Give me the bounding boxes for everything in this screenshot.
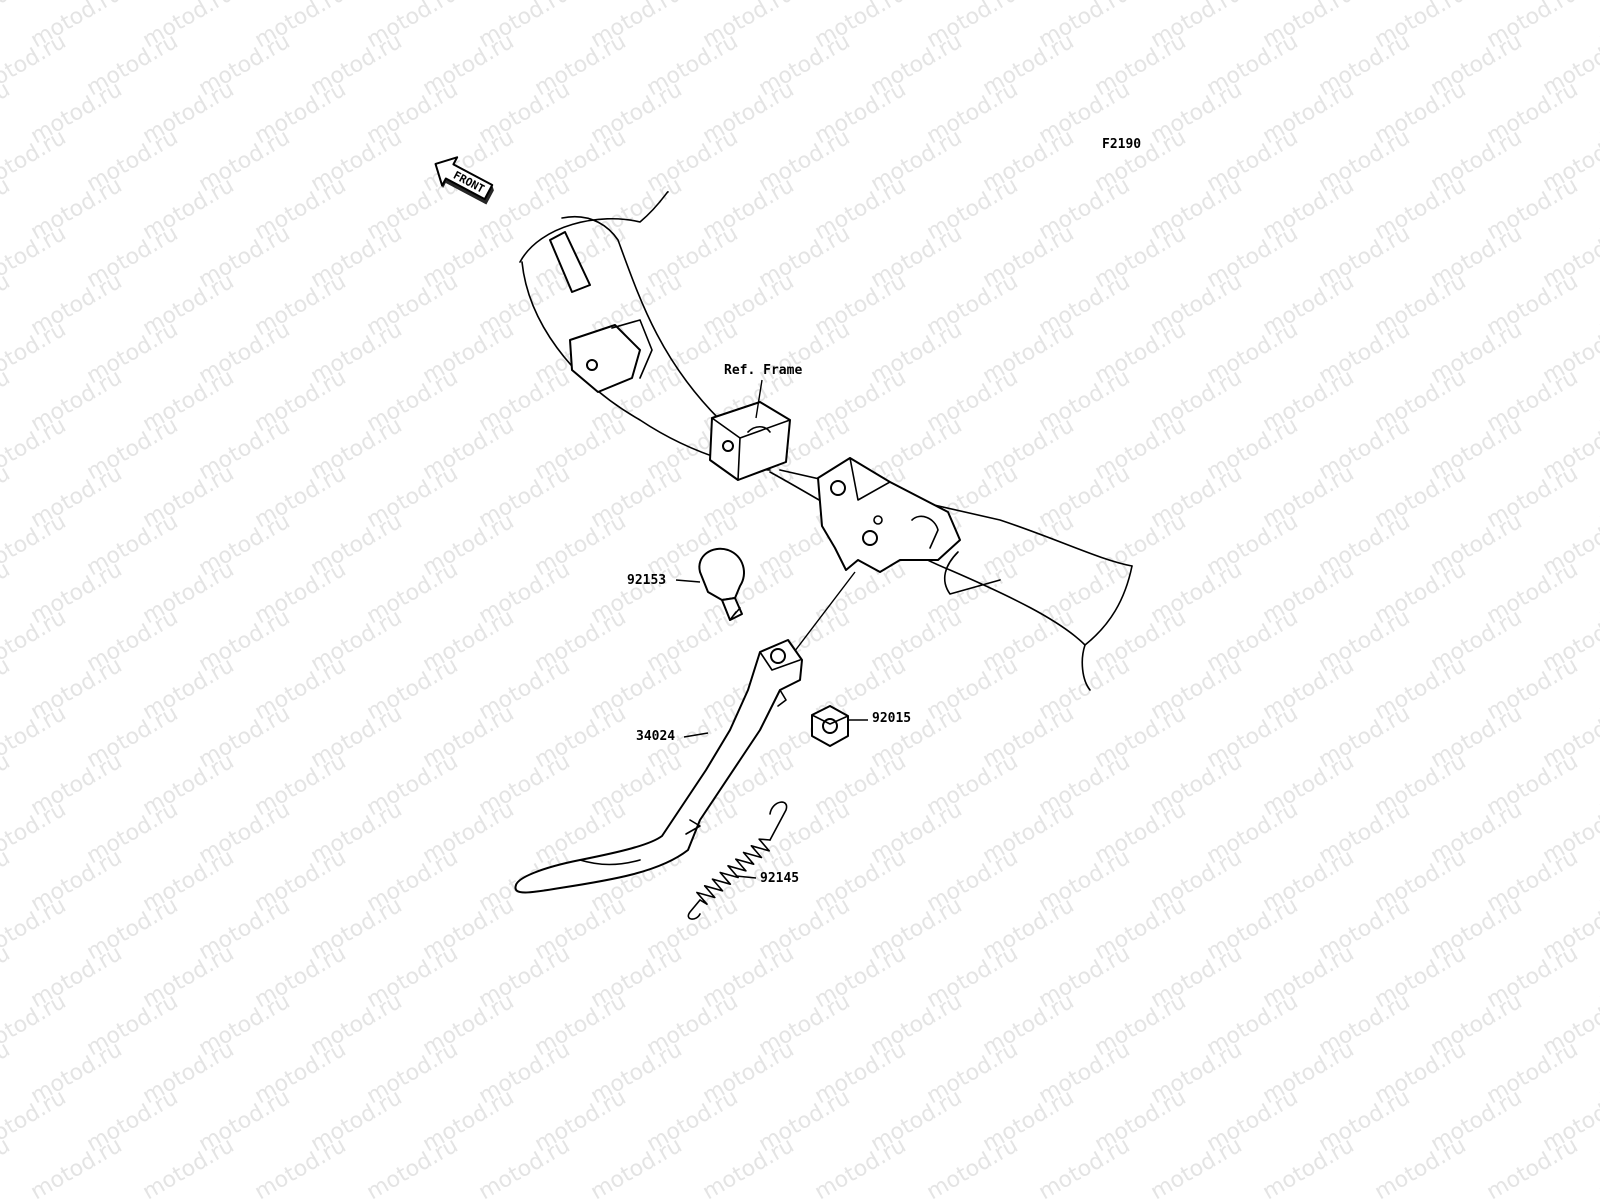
watermark-text: motod.ru — [1595, 461, 1600, 533]
watermark-text: motod.ru — [0, 461, 14, 533]
frame-mount-block — [709, 401, 791, 481]
frame-reference: Ref. Frame — [519, 191, 1133, 691]
watermark-text: motod.ru — [0, 77, 14, 149]
mount-leader — [787, 571, 856, 661]
watermark-text: motod.ru — [1595, 365, 1600, 437]
watermark-text: motod.ru — [363, 1133, 463, 1200]
watermark-text: motod.ru — [1595, 1133, 1600, 1200]
watermark-text: motod.ru — [0, 941, 14, 1013]
reference-label: Ref. Frame — [724, 363, 802, 378]
watermark-text: motod.ru — [1595, 653, 1600, 725]
watermark-text: motod.ru — [1259, 1133, 1359, 1200]
reference-leader — [755, 379, 763, 419]
watermark-text: motod.ru — [0, 749, 14, 821]
watermark-text: motod.ru — [1595, 269, 1600, 341]
part-label-bolt: 92153 — [627, 573, 666, 588]
watermark-text: motod.ru — [251, 1133, 351, 1200]
part-nut: 92015 — [811, 705, 911, 747]
part-leader-side-stand — [683, 732, 709, 738]
watermark-text: motod.ru — [0, 173, 14, 245]
part-bolt: 92153 — [627, 547, 745, 621]
part-label-spring: 92145 — [760, 871, 799, 886]
watermark-text: motod.ru — [0, 845, 14, 917]
watermark-text: motod.ru — [811, 1133, 911, 1200]
watermark-text: motod.ru — [1483, 1133, 1583, 1200]
watermark-text: motod.ru — [1595, 845, 1600, 917]
watermark-text: motod.ru — [475, 1133, 575, 1200]
spring-coil — [696, 838, 771, 905]
watermark-text: motod.ru — [1035, 1133, 1135, 1200]
part-leader-bolt — [675, 579, 701, 583]
watermark-text: motod.ru — [1371, 1133, 1471, 1200]
watermark-text: motod.ru — [923, 1133, 1023, 1200]
part-label-nut: 92015 — [872, 711, 911, 726]
watermark-text: motod.ru — [139, 1133, 239, 1200]
part-label-side-stand: 34024 — [636, 729, 675, 744]
watermark-text: motod.ru — [27, 1133, 127, 1200]
watermark-text: motod.ru — [0, 653, 14, 725]
watermark-text: motod.ru — [0, 1133, 14, 1200]
watermark-text: motod.ru — [1595, 1037, 1600, 1109]
watermark-text: motod.ru — [1595, 749, 1600, 821]
frame-bracket-upper — [549, 231, 653, 393]
watermark-text: motod.ru — [0, 365, 14, 437]
part-leader-spring — [735, 875, 757, 879]
watermark-text: motod.ru — [0, 0, 14, 53]
diagram-code: F2190 — [1102, 137, 1141, 152]
watermark-text: motod.ru — [587, 1133, 687, 1200]
watermark-text: motod.ru — [1147, 1133, 1247, 1200]
watermark-text: motod.ru — [0, 269, 14, 341]
part-side-stand: 34024 — [514, 639, 803, 894]
watermark-text: motod.ru — [1595, 557, 1600, 629]
watermark-text: motod.ru — [1595, 77, 1600, 149]
watermark-text: motod.ru — [1595, 173, 1600, 245]
watermark-text: motod.ru — [699, 1133, 799, 1200]
stand-mount-bracket — [817, 457, 961, 573]
watermark-text: motod.ru — [0, 1037, 14, 1109]
part-spring: 92145 — [687, 801, 799, 920]
watermark-text: motod.ru — [1595, 941, 1600, 1013]
watermark-text: motod.ru — [0, 557, 14, 629]
